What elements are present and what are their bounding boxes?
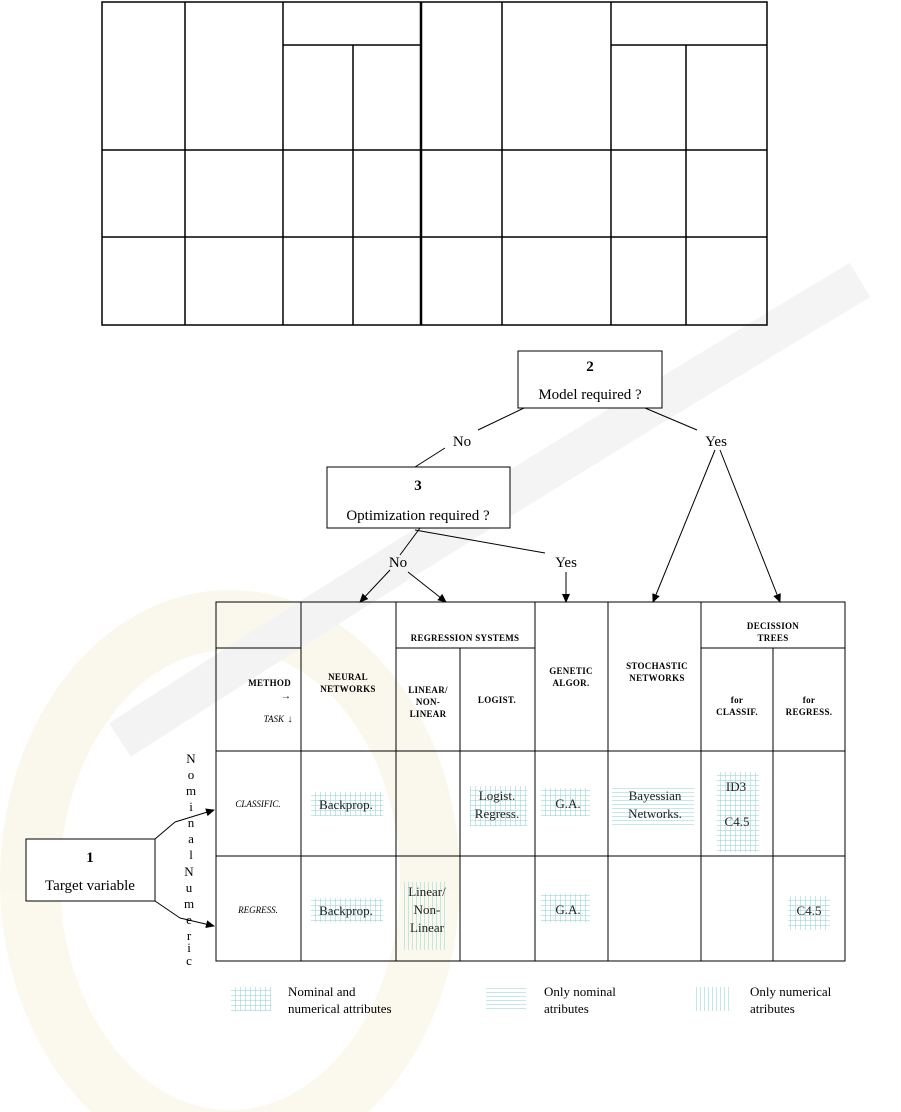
svg-text:m: m (184, 896, 194, 911)
svg-text:Bayessian: Bayessian (629, 788, 682, 803)
cell-labels: Backprop. Logist. Regress. G.A. Bayessia… (319, 779, 821, 935)
tree-edges (154, 407, 781, 929)
header-regression-systems: REGRESSION SYSTEMS (411, 633, 520, 643)
svg-text:atributes: atributes (750, 1001, 795, 1016)
svg-text:REGRESS.: REGRESS. (786, 707, 833, 717)
svg-text:for: for (731, 695, 743, 705)
svg-text:Linear: Linear (410, 920, 445, 935)
numeric-label: N u m e r i c (184, 864, 194, 968)
svg-text:NETWORKS: NETWORKS (320, 684, 375, 694)
svg-text:i: i (187, 940, 191, 955)
node3-number: 3 (414, 478, 422, 494)
svg-text:atributes: atributes (544, 1001, 589, 1016)
legend: Nominal and numerical attributes Only no… (231, 984, 832, 1016)
cell-classif-c45: C4.5 (725, 814, 750, 829)
svg-text:u: u (186, 880, 193, 895)
svg-text:DECISSION: DECISSION (747, 621, 799, 631)
legend-swatch-grid (231, 987, 271, 1011)
cell-classif-ga: G.A. (555, 796, 580, 811)
node2-label: Model required ? (538, 387, 642, 403)
svg-text:e: e (186, 912, 192, 927)
cell-regress-c45: C4.5 (797, 903, 822, 918)
node2-number: 2 (586, 359, 594, 375)
svg-text:LINEAR/: LINEAR/ (408, 685, 448, 695)
cell-patterns (311, 772, 830, 950)
node1-number: 1 (86, 850, 94, 866)
svg-text:c: c (186, 953, 192, 968)
svg-text:GENETIC: GENETIC (549, 666, 593, 676)
row-classif: CLASSIFIC. (235, 799, 280, 809)
svg-text:NEURAL: NEURAL (328, 672, 368, 682)
svg-text:STOCHASTIC: STOCHASTIC (626, 661, 688, 671)
svg-text:Linear/: Linear/ (408, 884, 446, 899)
method-table (215, 601, 846, 962)
edge-no-2: No (389, 555, 407, 571)
svg-text:CLASSIF.: CLASSIF. (716, 707, 758, 717)
svg-text:LINEAR: LINEAR (410, 709, 447, 719)
svg-text:Non-: Non- (414, 902, 441, 917)
node1-label: Target variable (45, 878, 135, 894)
node-model-required: 2 Model required ? (517, 350, 663, 409)
svg-text:N: N (184, 864, 194, 879)
header-method: METHOD (248, 678, 291, 688)
cell-regress-ga: G.A. (555, 902, 580, 917)
svg-text:NON-: NON- (416, 697, 440, 707)
svg-text:m: m (186, 783, 196, 798)
node3-label: Optimization required ? (346, 508, 490, 524)
header-arrow-down: ↓ (288, 714, 293, 725)
edge-yes-1: Yes (705, 434, 727, 450)
svg-text:i: i (189, 799, 193, 814)
legend-swatch-horizontal (486, 987, 526, 1011)
svg-text:l: l (189, 847, 193, 862)
svg-text:n: n (188, 815, 195, 830)
cell-classif-backprop: Backprop. (319, 797, 373, 812)
svg-text:N: N (186, 751, 196, 766)
svg-text:Only nominal: Only nominal (544, 984, 616, 999)
edge-no-1: No (453, 434, 471, 450)
svg-text:Logist.: Logist. (479, 788, 515, 803)
svg-text:ALGOR.: ALGOR. (552, 678, 589, 688)
svg-text:Only numerical: Only numerical (750, 984, 832, 999)
svg-text:Networks.: Networks. (628, 806, 682, 821)
node-target-variable: 1 Target variable (25, 838, 156, 902)
svg-text:o: o (188, 767, 195, 782)
node-optimization-required: 3 Optimization required ? (326, 466, 511, 529)
svg-text:for: for (803, 695, 815, 705)
header-arrow-right: → (281, 691, 291, 702)
cell-classif-id3: ID3 (726, 779, 746, 794)
svg-text:r: r (187, 928, 192, 943)
header-task: TASK (264, 714, 285, 724)
row-regress: REGRESS. (237, 905, 278, 915)
svg-text:Nominal and: Nominal and (288, 984, 356, 999)
legend-swatch-vertical (695, 987, 731, 1011)
svg-text:Regress.: Regress. (475, 806, 519, 821)
edge-yes-2: Yes (555, 555, 577, 571)
header-logist: LOGIST. (478, 695, 516, 705)
top-empty-table (101, 1, 768, 326)
svg-text:a: a (188, 831, 194, 846)
table-headers: METHOD → TASK ↓ NEURAL NETWORKS REGRESSI… (235, 621, 832, 915)
svg-text:NETWORKS: NETWORKS (629, 673, 684, 683)
svg-text:numerical attributes: numerical attributes (288, 1001, 392, 1016)
nominal-label: N o m i n a l (186, 751, 196, 862)
svg-text:TREES: TREES (757, 633, 788, 643)
cell-regress-backprop: Backprop. (319, 903, 373, 918)
